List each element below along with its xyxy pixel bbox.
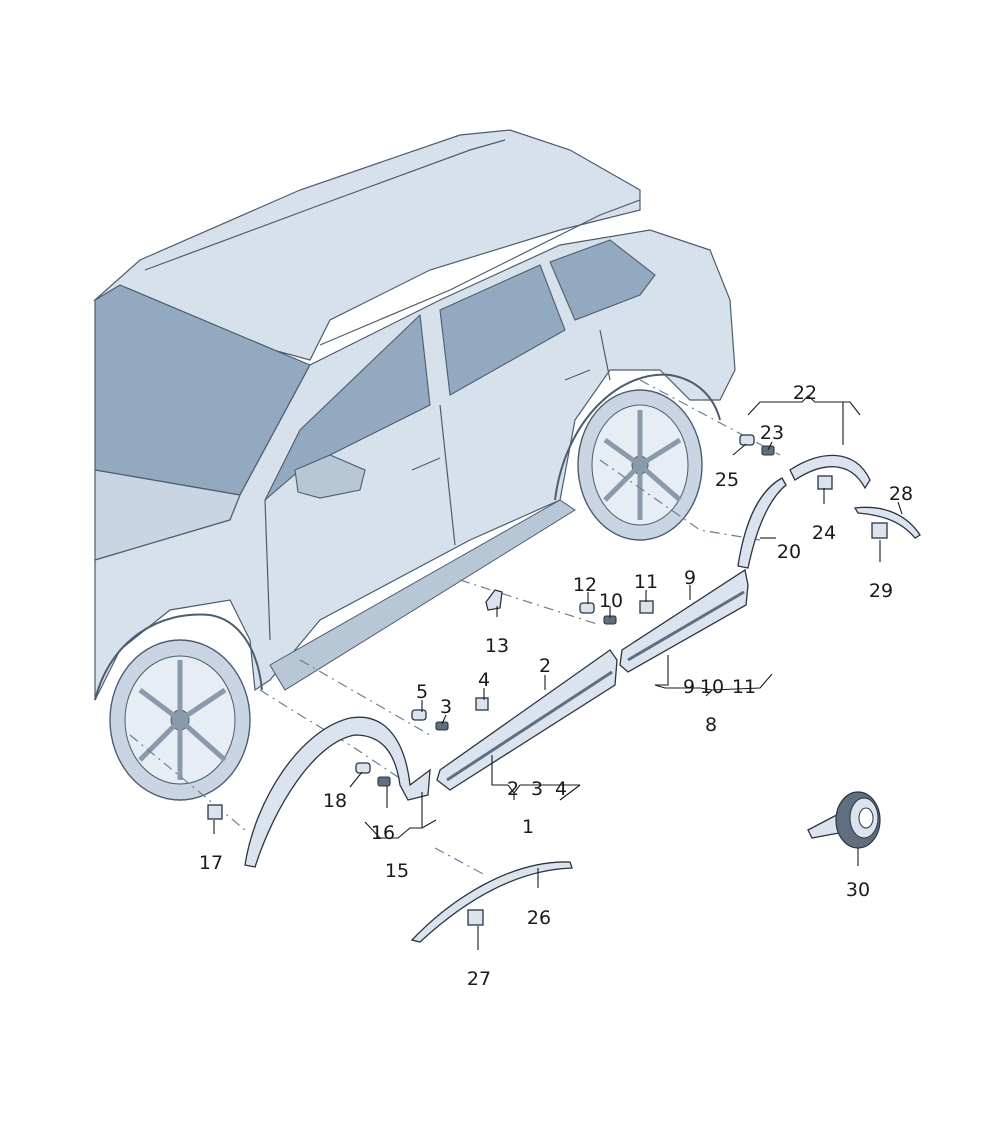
callout-27: 27 — [467, 968, 491, 990]
clip-4 — [475, 697, 489, 711]
lower-arch-strip — [410, 861, 573, 943]
front-wheel-arch-trim — [244, 716, 431, 868]
rear-wheel-arch — [554, 373, 721, 501]
rear-trim-strip — [853, 506, 921, 539]
callout-17: 17 — [199, 852, 223, 874]
clip-23 — [761, 445, 775, 456]
clip-25 — [739, 434, 755, 446]
callout-16: 16 — [371, 822, 395, 844]
bracket-13 — [485, 589, 503, 611]
front-wheel-arch — [94, 613, 263, 701]
callout-2-upper: 2 — [539, 655, 551, 677]
clip-3 — [435, 721, 449, 731]
callout-8: 8 — [705, 714, 717, 736]
callout-18: 18 — [323, 790, 347, 812]
callout-29: 29 — [869, 580, 893, 602]
clip-16 — [377, 776, 391, 787]
callout-1: 1 — [522, 816, 534, 838]
callout-15: 15 — [385, 860, 409, 882]
callout-5: 5 — [416, 681, 428, 703]
car-body-side — [94, 229, 736, 701]
rear-door-window — [439, 264, 566, 396]
front-door-trim — [436, 649, 618, 791]
callout-3-bracket: 3 — [531, 778, 543, 800]
roof-rail-left — [144, 139, 506, 271]
clip-17 — [207, 804, 223, 820]
door-seam-rear — [599, 329, 611, 381]
callout-25: 25 — [715, 469, 739, 491]
callout-2-bracket: 2 — [507, 778, 519, 800]
callout-20: 20 — [777, 541, 801, 563]
callout-10-upper: 10 — [599, 590, 623, 612]
door-seam-front — [264, 499, 271, 641]
clip-29 — [871, 522, 888, 539]
vehicle-illustration — [92, 129, 736, 801]
callout-26: 26 — [527, 907, 551, 929]
front-wheel — [109, 639, 251, 801]
callout-13: 13 — [485, 635, 509, 657]
side-mirror — [294, 454, 366, 499]
callout-4-upper: 4 — [478, 669, 490, 691]
front-door-handle — [411, 457, 441, 471]
rear-wheel-arch-trim — [737, 477, 787, 569]
callout-9-upper: 9 — [684, 567, 696, 589]
door-seam-middle — [439, 404, 456, 546]
callout-9-bracket: 9 — [683, 676, 695, 698]
quarter-window — [549, 239, 656, 321]
clip-11 — [639, 600, 654, 614]
clip-5 — [411, 709, 427, 721]
callout-23: 23 — [760, 422, 784, 444]
callout-22: 22 — [793, 382, 817, 404]
callout-30: 30 — [846, 879, 870, 901]
clip-24 — [817, 475, 833, 490]
callout-10-bracket: 10 — [700, 676, 724, 698]
clip-18 — [355, 762, 371, 774]
clip-27 — [467, 909, 484, 926]
callout-labels: 1 2 2 3 3 4 4 5 8 9 9 10 10 11 11 12 13 … — [199, 382, 913, 990]
leader-lines — [213, 395, 903, 950]
clip-12 — [579, 602, 595, 614]
callout-24: 24 — [812, 522, 836, 544]
adhesive-tape-roll — [807, 791, 881, 849]
callout-3-upper: 3 — [440, 696, 452, 718]
rocker-panel — [269, 499, 576, 691]
callout-28: 28 — [889, 483, 913, 505]
rear-arch-upper-trim — [789, 454, 871, 490]
callout-4-bracket: 4 — [555, 778, 567, 800]
callout-11-upper: 11 — [634, 571, 658, 593]
callout-11-bracket: 11 — [732, 676, 756, 698]
rear-door-handle — [564, 369, 591, 381]
rear-wheel — [577, 389, 703, 541]
callout-12: 12 — [573, 574, 597, 596]
front-door-window — [264, 313, 431, 501]
roof-rail-right — [319, 199, 641, 346]
